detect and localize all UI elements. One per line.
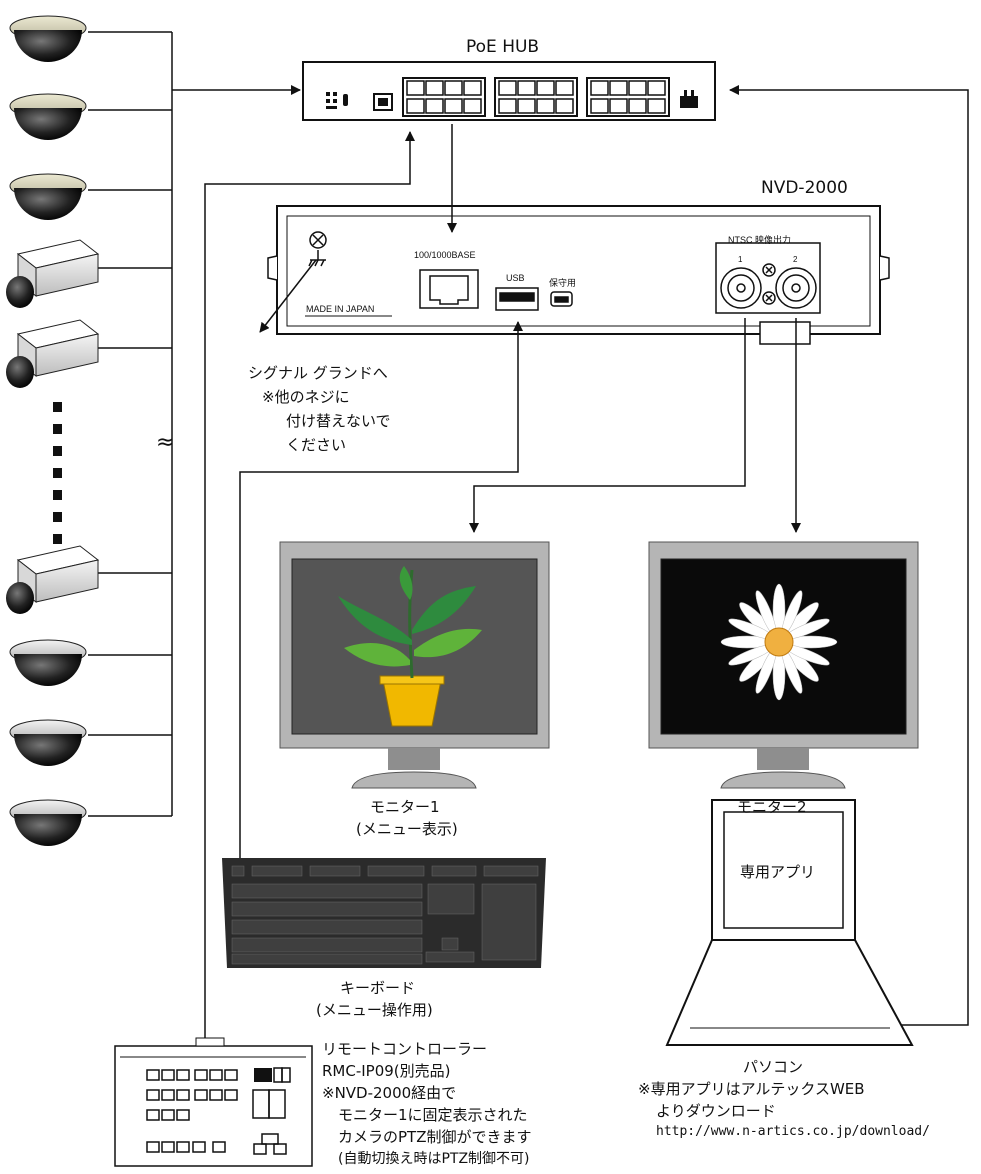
plant-icon [338, 566, 482, 727]
ntsc-output-box [715, 242, 821, 314]
monitor-2 [648, 541, 919, 789]
ground-note-line3: 付け替えないで [286, 412, 391, 430]
maintenance-port [550, 291, 573, 307]
made-in-label: MADE IN JAPAN [306, 304, 375, 314]
keyboard-sublabel: (メニュー操作用) [316, 1001, 433, 1019]
laptop [665, 799, 914, 1046]
ground-note-line4: ください [286, 436, 347, 454]
maintenance-port-label: 保守用 [549, 278, 577, 288]
usb-port [495, 287, 539, 311]
ground-note-line1: シグナル グランドへ [248, 364, 388, 382]
ground-note-line2: ※他のネジに [262, 388, 350, 406]
poe-hub [302, 61, 716, 121]
monitor1-label: モニター1 [370, 798, 440, 816]
hub-ports [402, 77, 670, 117]
flower-icon [720, 583, 838, 701]
remote-note-line3: カメラのPTZ制御ができます [338, 1128, 532, 1146]
remote-label-line2: RMC-IP09(別売品) [322, 1062, 451, 1080]
dome-camera [9, 799, 87, 846]
bnc-connector [775, 267, 817, 309]
screw-icon [762, 263, 776, 305]
hub-icon [326, 92, 348, 109]
box-camera [6, 545, 100, 614]
pc-note-line1: ※専用アプリはアルテックスWEB [638, 1080, 865, 1098]
console-port [373, 93, 393, 111]
box-camera [6, 319, 100, 388]
monitor2-label: モニター2 [737, 798, 807, 816]
wave-symbol: ≈ [156, 430, 175, 455]
keyboard-label: キーボード [340, 979, 416, 997]
power-icon [680, 90, 698, 108]
monitor1-sublabel: (メニュー表示) [356, 820, 458, 838]
remote-note-line1: ※NVD-2000経由で [322, 1084, 457, 1102]
camera-bus [88, 31, 301, 817]
dome-camera [9, 173, 87, 220]
nvd-title: NVD-2000 [761, 178, 848, 198]
remote-note-line2: モニター1に固定表示された [338, 1106, 528, 1124]
nvd-2000-panel [267, 205, 890, 345]
download-url[interactable]: http://www.n-artics.co.jp/download/ [656, 1124, 930, 1139]
connection-lines [204, 85, 969, 1060]
ntsc-output-label: NTSC 映像出力 [728, 235, 792, 245]
ntsc-ch1-label: 1 [738, 255, 743, 264]
pc-screen-text: 専用アプリ [740, 863, 816, 881]
dome-camera [9, 93, 87, 140]
ellipsis-dots [53, 402, 62, 544]
ground-screw-icon [308, 231, 327, 267]
remote-controller [114, 1037, 313, 1167]
remote-label-line1: リモートコントローラー [322, 1040, 488, 1058]
monitor-1 [279, 541, 550, 789]
keyboard-device [222, 858, 546, 968]
pc-note-line2: よりダウンロード [656, 1102, 776, 1120]
box-camera [6, 239, 100, 308]
lan-port [419, 269, 479, 309]
dome-camera [9, 719, 87, 766]
lan-port-label: 100/1000BASE [414, 250, 476, 260]
pc-label: パソコン [743, 1058, 804, 1076]
ntsc-ch2-label: 2 [793, 255, 798, 264]
usb-port-label: USB [506, 273, 525, 283]
hub-title: PoE HUB [466, 37, 540, 57]
remote-note-line4: (自動切換え時はPTZ制御不可) [338, 1151, 530, 1167]
bnc-connector [720, 267, 762, 309]
dome-camera [9, 15, 87, 62]
dome-camera [9, 639, 87, 686]
